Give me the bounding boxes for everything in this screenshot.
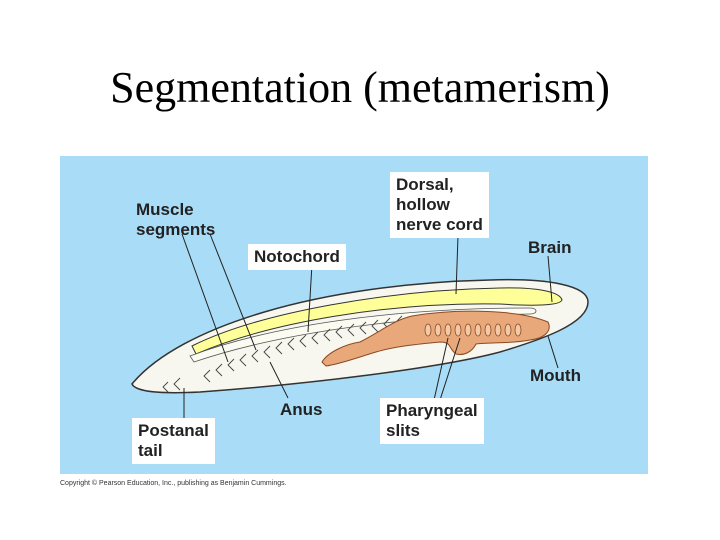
slide-title: Segmentation (metamerism): [110, 63, 610, 112]
label-brain: Brain: [528, 238, 572, 257]
chordate-diagram: Muscle segments Notochord Dorsal, hollow…: [60, 156, 648, 474]
label-muscle-segments: Muscle segments: [136, 200, 216, 239]
digestive-tract: [321, 310, 550, 367]
label-mouth: Mouth: [530, 366, 581, 385]
label-postanal-tail: Postanal tail: [132, 418, 215, 464]
leader-lines: [181, 233, 559, 418]
label-pharyngeal-slits: Pharyngeal slits: [380, 398, 484, 444]
body-outline: [131, 278, 589, 394]
label-notochord: Notochord: [248, 244, 346, 270]
copyright-notice: Copyright © Pearson Education, Inc., pub…: [60, 480, 287, 487]
pharyngeal-slits: [424, 323, 522, 337]
dorsal-nerve-cord: [191, 287, 563, 355]
label-dorsal-nerve-cord: Dorsal, hollow nerve cord: [390, 172, 489, 238]
label-anus: Anus: [280, 400, 323, 419]
